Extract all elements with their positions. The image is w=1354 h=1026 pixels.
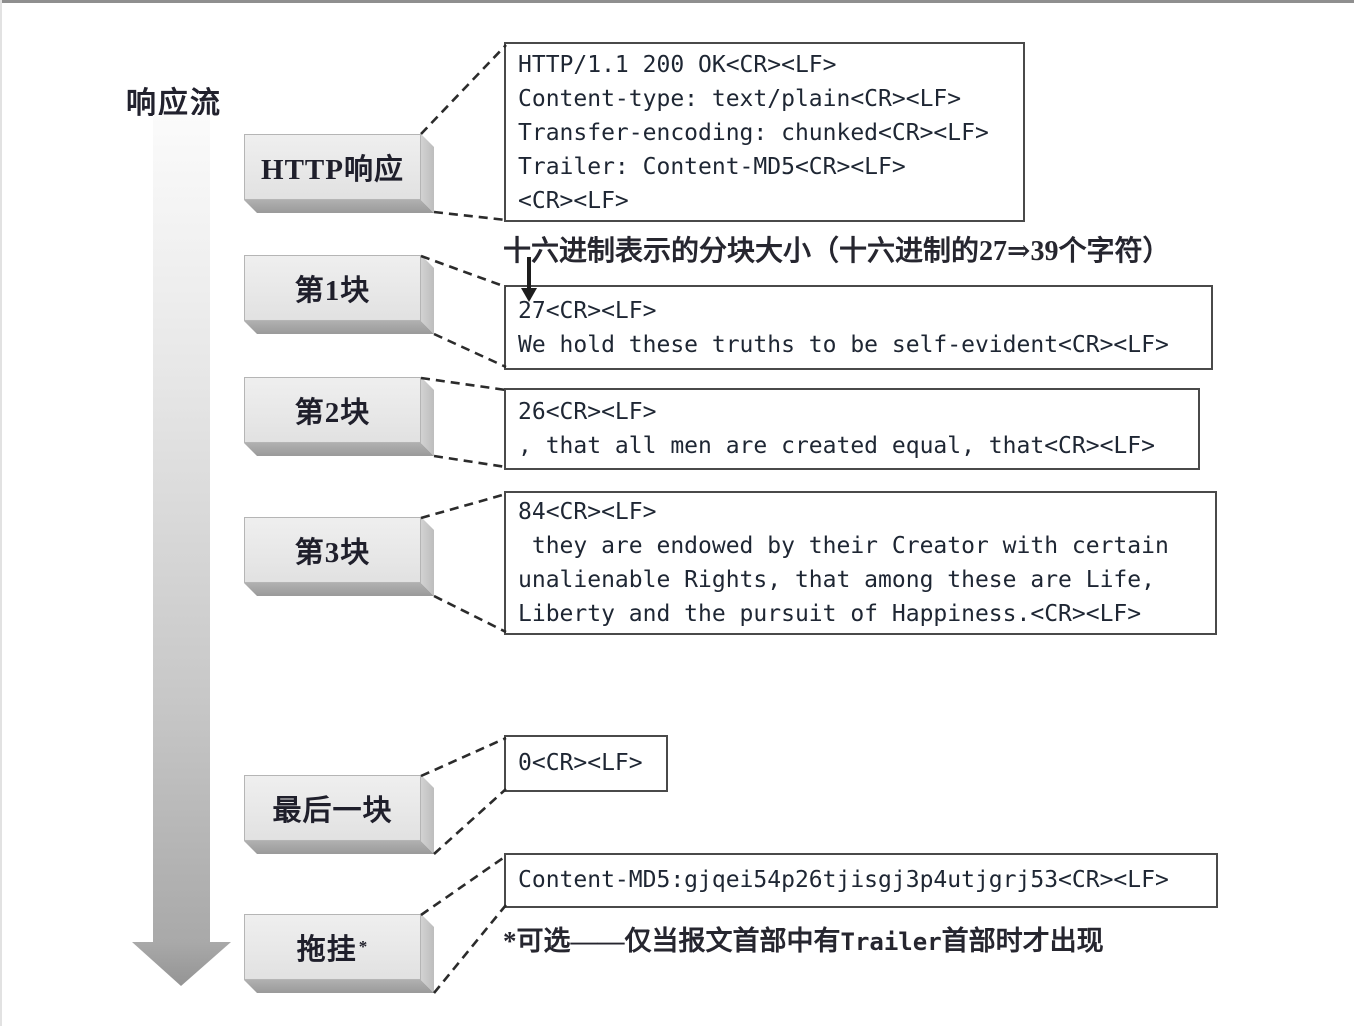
connector-line [420,44,507,135]
code-line: they are endowed by their Creator with c… [518,533,1169,559]
top-border-rule [0,0,1354,3]
code-line: <CR><LF> [518,188,629,214]
stage-3d-side [421,775,434,854]
flow-arrow-shaft [153,115,210,942]
stage-3d-bottom [244,583,434,596]
footnote-prefix: *可选——仅当报文首部中有 [503,926,841,956]
stage-box-chunk-2: 第2块 [244,377,434,456]
code-line: We hold these truths to be self-evident<… [518,332,1169,358]
stage-label: 第3块 [244,517,421,583]
stage-box-trailer: 拖挂* [244,914,434,993]
code-line: HTTP/1.1 200 OK<CR><LF> [518,52,837,78]
code-box-chunk-2: 26<CR><LF> , that all men are created eq… [504,388,1200,470]
code-line: 84<CR><LF> [518,499,657,525]
stage-label-text: 拖挂 [296,934,357,966]
connector-line [420,492,507,520]
code-box-chunk-3: 84<CR><LF> they are endowed by their Cre… [504,491,1217,635]
stage-label-text: HTTP响应 [261,154,404,186]
stage-box-chunk-1: 第1块 [244,255,434,334]
stage-3d-side [421,377,434,456]
code-line: Content-MD5:gjqei54p26tjisgj3p4utjgrj53<… [518,867,1169,893]
connector-line [433,210,507,222]
connector-line [420,854,507,917]
stage-3d-side [421,255,434,334]
stage-3d-bottom [244,980,434,993]
code-line: 26<CR><LF> [518,399,657,425]
code-line: Content-type: text/plain<CR><LF> [518,86,962,112]
connector-line [433,332,507,369]
code-line: , that all men are created equal, that<C… [518,433,1155,459]
stage-box-last-chunk: 最后一块 [244,775,434,854]
stage-3d-bottom [244,321,434,334]
stage-3d-bottom [244,200,434,213]
code-box-http-headers: HTTP/1.1 200 OK<CR><LF> Content-type: te… [504,42,1025,222]
stage-label: 第1块 [244,255,421,321]
code-line: unalienable Rights, that among these are… [518,567,1155,593]
code-line: 27<CR><LF> [518,298,657,324]
connector-line [433,454,507,469]
code-box-chunk-1: 27<CR><LF> We hold these truths to be se… [504,285,1213,370]
response-stream-label: 响应流 [126,87,222,120]
stage-box-chunk-3: 第3块 [244,517,434,596]
stage-3d-bottom [244,841,434,854]
stage-3d-side [421,517,434,596]
stage-label-asterisk: * [358,937,369,956]
left-border-rule [0,0,2,1026]
code-box-last-chunk: 0<CR><LF> [504,735,668,792]
code-line: Liberty and the pursuit of Happiness.<CR… [518,601,1142,627]
trailer-footnote: *可选——仅当报文首部中有Trailer首部时才出现 [503,919,1143,958]
stage-label-text: 第3块 [294,537,371,569]
connector-line [433,788,507,855]
stage-3d-side [421,914,434,993]
stage-box-http-response: HTTP响应 [244,134,434,213]
stage-label-text: 最后一块 [272,795,393,827]
stage-3d-side [421,134,434,213]
footnote-suffix: 首部时才出现 [941,926,1104,956]
code-box-trailer: Content-MD5:gjqei54p26tjisgj3p4utjgrj53<… [504,853,1218,908]
footnote-code: Trailer [840,928,942,956]
stage-label: HTTP响应 [244,134,421,200]
stage-3d-bottom [244,443,434,456]
flow-arrow-head [132,942,231,986]
connector-line [433,594,507,634]
code-line: Trailer: Content-MD5<CR><LF> [518,154,906,180]
stage-label: 第2块 [244,377,421,443]
code-line: 0<CR><LF> [518,750,643,776]
connector-line [420,736,507,778]
stage-label-text: 第2块 [294,397,371,429]
chunk-size-annotation: 十六进制表示的分块大小（十六进制的27⇒39个字符） [503,236,1171,267]
connector-line [432,904,508,994]
stage-label: 拖挂* [244,914,421,980]
code-line: Transfer-encoding: chunked<CR><LF> [518,120,989,146]
stage-label-text: 第1块 [294,275,371,307]
stage-label: 最后一块 [244,775,421,841]
